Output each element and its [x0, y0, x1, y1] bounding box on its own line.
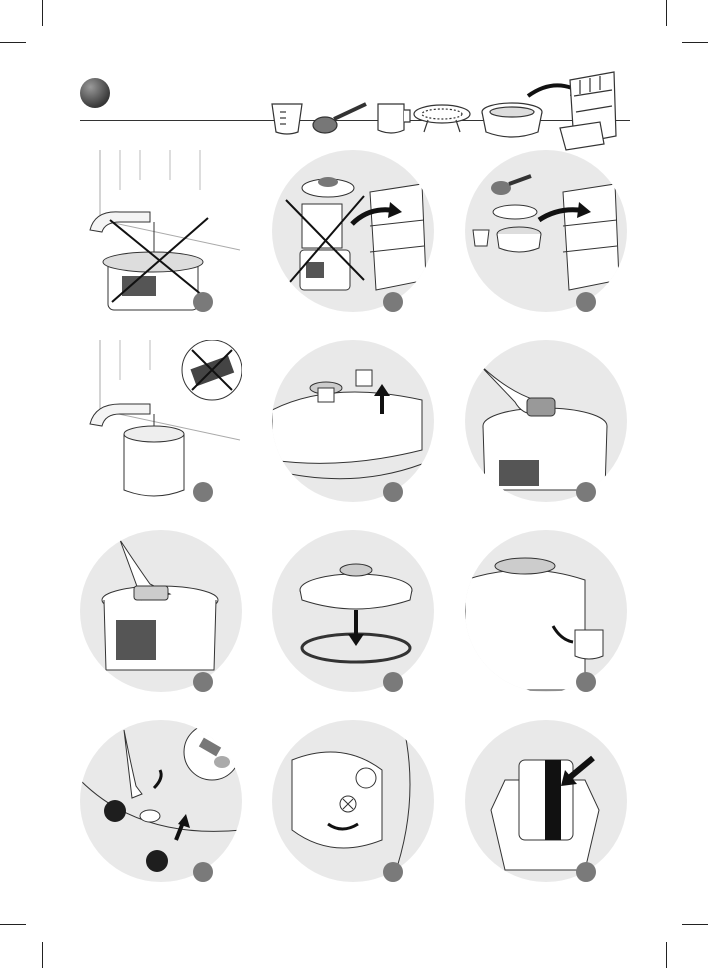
step-10-sub-badge-1 [104, 800, 126, 822]
wipe-lid-icon [465, 340, 627, 502]
step-9-badge [576, 672, 596, 692]
crop-mark [0, 924, 26, 925]
lid-body-not-dishwasher-icon [272, 150, 434, 312]
crop-mark [666, 942, 667, 968]
step-4-illustration [80, 340, 242, 502]
crop-mark [42, 942, 43, 968]
condensation-collector-icon [378, 104, 410, 133]
remove-sealing-ring-icon [272, 530, 434, 692]
step-6-illustration [465, 340, 627, 502]
step-1-illustration [80, 150, 242, 312]
step-12-badge [576, 862, 596, 882]
rotate-shield-icon [272, 720, 434, 882]
step-3-badge [576, 292, 596, 312]
check-valve-seal-icon [465, 720, 627, 882]
step-10-badge [193, 862, 213, 882]
step-3-illustration [465, 150, 627, 312]
step-11-illustration [272, 720, 434, 882]
steam-basket-icon [482, 103, 542, 137]
step-2-illustration [272, 150, 434, 312]
step-6-badge [576, 482, 596, 502]
step-7-badge [193, 672, 213, 692]
dishwasher-icon [560, 72, 616, 150]
step-7-illustration [80, 530, 242, 692]
remove-collector-icon [465, 530, 627, 692]
step-4-badge [193, 482, 213, 502]
rinse-inner-pot-icon [80, 340, 242, 502]
step-11-badge [383, 862, 403, 882]
step-12-illustration [465, 720, 627, 882]
measuring-cup-icon [272, 104, 302, 134]
step-5-badge [383, 482, 403, 502]
steam-rack-icon [414, 105, 470, 132]
step-10-sub-badge-2 [146, 850, 168, 872]
wipe-rim-icon [80, 530, 242, 692]
remove-steam-valve-icon [272, 340, 434, 502]
accessories-into-dishwasher-icon [465, 150, 627, 312]
step-5-illustration [272, 340, 434, 502]
step-1-badge [193, 292, 213, 312]
rice-spoon-icon [313, 104, 366, 133]
step-9-illustration [465, 530, 627, 692]
tap-cooker-crossed-icon [80, 150, 242, 312]
step-8-illustration [272, 530, 434, 692]
crop-mark [682, 924, 708, 925]
step-8-badge [383, 672, 403, 692]
accessories-strip [0, 0, 708, 160]
step-2-badge [383, 292, 403, 312]
